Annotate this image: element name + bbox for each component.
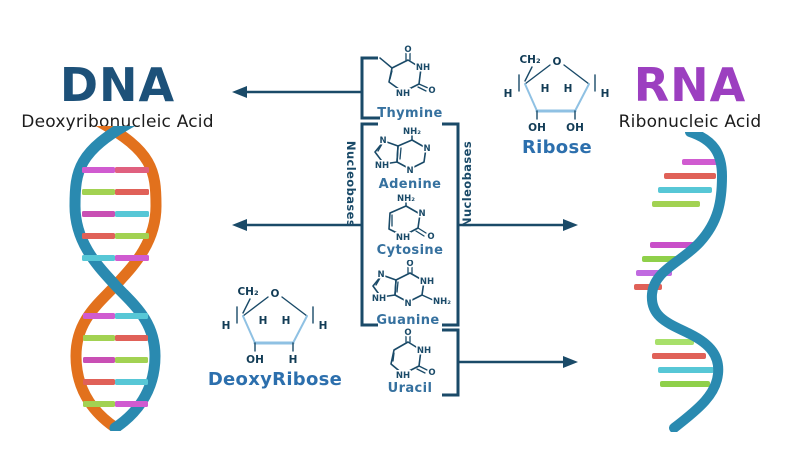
- dna-strand-teal: [69, 126, 161, 431]
- adenine-atom-n-bottom: N: [406, 166, 413, 176]
- guanine-label: Guanine: [376, 313, 439, 328]
- deoxyribose-atom-h-inner-right: H: [282, 315, 291, 327]
- uracil-atom-o-top: O: [404, 328, 411, 338]
- cytosine-atom-n-right: N: [418, 209, 425, 219]
- dna-title-block: DNA Deoxyribonucleic Acid: [5, 62, 230, 132]
- uracil-atom-nh-bottom: NH: [396, 371, 410, 381]
- guanine-atom-n-bottom: N: [404, 299, 411, 309]
- guanine-structure: O NH NH₂ N N NH Guanine: [370, 260, 452, 328]
- deoxyribose-atom-h-bottom-right: H: [289, 354, 298, 366]
- dna-subtitle: Deoxyribonucleic Acid: [21, 112, 214, 132]
- deoxyribose-atom-h-outer-right: H: [319, 320, 328, 332]
- brackets-and-arrows: Nucleobases Nucleobases: [232, 56, 578, 397]
- thymine-label: Thymine: [377, 106, 442, 121]
- ribose-label: Ribose: [522, 137, 592, 158]
- rna-title-block: RNA Ribonucleic Acid: [590, 62, 790, 132]
- deoxyribose-structure: CH₂ O H H H H OH H DeoxyRibose: [208, 285, 342, 391]
- adenine-label: Adenine: [379, 177, 442, 192]
- guanine-atom-nh2: NH₂: [433, 297, 451, 307]
- ribose-atom-ch2: CH₂: [519, 54, 540, 66]
- deoxyribose-atom-ch2: CH₂: [237, 286, 258, 298]
- ribose-atom-h-inner-right: H: [564, 83, 573, 95]
- ribose-atom-oh-right: OH: [566, 122, 584, 134]
- nucleobases-to-rna-arrowhead: [563, 219, 578, 231]
- adenine-atom-n-right: N: [423, 144, 430, 154]
- guanine-atom-n-pent: N: [377, 270, 384, 280]
- uracil-to-rna-arrowhead: [563, 356, 578, 368]
- adenine-atom-n-pent: N: [379, 136, 386, 146]
- uracil-atom-o-right: O: [428, 368, 435, 378]
- deoxyribose-atom-o: O: [271, 288, 280, 300]
- ribose-atom-h-outer-left: H: [504, 88, 513, 100]
- thymine-atom-o-right: O: [428, 86, 435, 96]
- thymine-to-dna-arrowhead: [232, 86, 247, 98]
- cytosine-atom-o-right: O: [427, 232, 434, 242]
- cytosine-atom-nh2: NH₂: [397, 194, 415, 204]
- uracil-atom-nh-right: NH: [417, 346, 431, 356]
- ribose-atom-oh-left: OH: [528, 122, 546, 134]
- thymine-atom-nh-bottom: NH: [396, 89, 410, 99]
- thymine-structure: O NH O NH Thymine: [377, 44, 442, 121]
- guanine-atom-nh-pent: NH: [372, 294, 386, 304]
- ribose-structure: CH₂ O H H H H OH OH Ribose: [502, 53, 611, 159]
- deoxyribose-atom-oh-left: OH: [246, 354, 264, 366]
- rna-subtitle: Ribonucleic Acid: [618, 112, 762, 132]
- cytosine-label: Cytosine: [377, 243, 444, 258]
- deoxyribose-atom-h-inner-left: H: [259, 315, 268, 327]
- nucleobases-label-left: Nucleobases: [344, 141, 358, 227]
- deoxyribose-atom-h-outer-left: H: [222, 320, 231, 332]
- nucleobases-to-dna-arrowhead: [232, 219, 247, 231]
- deoxyribose-label: DeoxyRibose: [208, 369, 342, 390]
- ribose-atom-o: O: [553, 56, 562, 68]
- cytosine-structure: NH₂ N O NH Cytosine: [377, 194, 444, 258]
- cytosine-atom-nh-bottom: NH: [396, 233, 410, 243]
- dna-helix-illustration: [69, 126, 162, 431]
- ribose-atom-h-inner-left: H: [541, 83, 550, 95]
- adenine-structure: NH₂ N N N NH Adenine: [373, 126, 442, 192]
- thymine-bracket: [360, 56, 380, 120]
- dna-title: DNA: [59, 58, 176, 112]
- uracil-structure: O NH O NH Uracil: [388, 328, 438, 396]
- rna-strand: [646, 132, 728, 432]
- ribose-atom-h-outer-right: H: [601, 88, 610, 100]
- guanine-atom-nh-right: NH: [420, 277, 434, 287]
- rna-helix-illustration: [634, 132, 728, 432]
- rna-base-bars: [634, 159, 718, 387]
- uracil-label: Uracil: [388, 381, 433, 396]
- thymine-atom-nh-right: NH: [416, 63, 430, 73]
- adenine-atom-nh2: NH₂: [403, 127, 421, 137]
- thymine-atom-o-top: O: [404, 45, 411, 55]
- dna-base-pair-rungs: [82, 167, 149, 407]
- rna-title: RNA: [633, 58, 747, 112]
- guanine-atom-o-top: O: [406, 260, 413, 269]
- nucleobases-label-right: Nucleobases: [460, 141, 474, 227]
- adenine-atom-nh-pent: NH: [375, 161, 389, 171]
